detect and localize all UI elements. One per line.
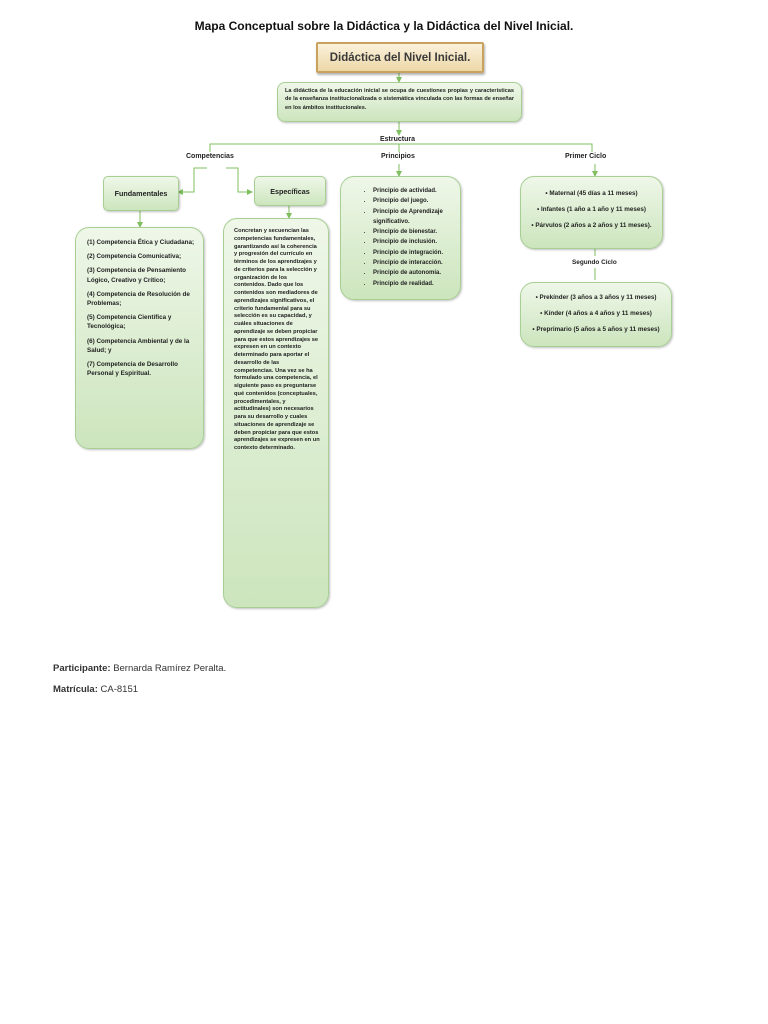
fundamental-item: (6) Competencia Ambiental y de la Salud;…	[87, 337, 190, 354]
definition-box: La didáctica de la educación inicial se …	[277, 82, 522, 122]
principio-item: Principio de actividad.	[373, 186, 456, 196]
principio-item: Principio de inclusión.	[373, 237, 456, 247]
participante-line: Participante: Bernarda Ramírez Peralta.	[53, 663, 226, 674]
principio-item: Principio del juego.	[373, 196, 456, 206]
principio-item: Principio de bienestar.	[373, 227, 456, 237]
primer-ciclo-item: • Párvulos (2 años a 2 años y 11 meses).	[531, 222, 652, 229]
segundo-ciclo-label: Segundo Ciclo	[572, 259, 617, 266]
principio-item: Principio de interacción.	[373, 258, 456, 268]
connector-fundamentales	[177, 167, 207, 195]
participante-value: Bernarda Ramírez Peralta.	[113, 663, 227, 674]
root-node: Didáctica del Nivel Inicial.	[316, 42, 484, 73]
segundo-ciclo-box: • Prekínder (3 años a 3 años y 11 meses)…	[520, 282, 672, 347]
primer-ciclo-label: Primer Ciclo	[565, 153, 607, 160]
participante-label: Participante:	[53, 663, 111, 674]
fundamental-item: (5) Competencia Científica y Tecnológica…	[87, 314, 172, 331]
segundo-ciclo-item: • Preprimario (5 años a 5 años y 11 mese…	[532, 326, 660, 333]
segundo-ciclo-item: • Kínder (4 años a 4 años y 11 meses)	[540, 310, 652, 317]
connector-especificas	[226, 167, 253, 195]
principio-item: Principio de autonomía.	[373, 268, 456, 278]
fundamental-item: (7) Competencia de Desarrollo Personal y…	[87, 361, 178, 378]
fundamental-item: (3) Competencia de Pensamiento Lógico, C…	[87, 267, 187, 284]
principios-list-box: Principio de actividad. Principio del ju…	[340, 176, 461, 300]
especificas-label: Específicas	[270, 186, 310, 196]
segundo-ciclo-item: • Prekínder (3 años a 3 años y 11 meses)	[535, 294, 657, 301]
especificas-text-box: Concretan y secuencian las competencias …	[223, 218, 329, 608]
primer-ciclo-item: • Infantes (1 año a 1 año y 11 meses)	[537, 206, 646, 213]
principio-item: Principio de integración.	[373, 248, 456, 258]
competencias-label: Competencias	[186, 153, 234, 160]
primer-ciclo-box: • Maternal (45 días a 11 meses) • Infant…	[520, 176, 663, 249]
connector-branch-line	[209, 143, 593, 152]
estructura-label: Estructura	[380, 136, 416, 143]
principios-list: Principio de actividad. Principio del ju…	[347, 186, 456, 289]
especificas-node: Específicas	[254, 176, 326, 206]
fundamentales-node: Fundamentales	[103, 176, 179, 211]
fundamental-item: (2) Competencia Comunicativa;	[87, 253, 182, 261]
fundamentales-list-box: (1) Competencia Ética y Ciudadana; (2) C…	[75, 227, 204, 449]
page-title: Mapa Conceptual sobre la Didáctica y la …	[194, 19, 574, 33]
principio-item: Principio de Aprendizaje significativo.	[373, 207, 456, 228]
principios-label: Principios	[381, 153, 415, 160]
fundamental-item: (4) Competencia de Resolución de Problem…	[87, 290, 190, 308]
principio-item: Principio de realidad.	[373, 279, 456, 289]
matricula-line: Matrícula: CA-8151	[53, 684, 138, 695]
fundamental-item: (1) Competencia Ética y Ciudadana;	[87, 239, 195, 246]
fundamentales-label: Fundamentales	[114, 189, 168, 198]
primer-ciclo-item: • Maternal (45 días a 11 meses)	[545, 190, 638, 197]
matricula-label: Matrícula:	[53, 684, 98, 695]
root-node-label: Didáctica del Nivel Inicial.	[329, 51, 471, 64]
matricula-value: CA-8151	[100, 684, 139, 695]
